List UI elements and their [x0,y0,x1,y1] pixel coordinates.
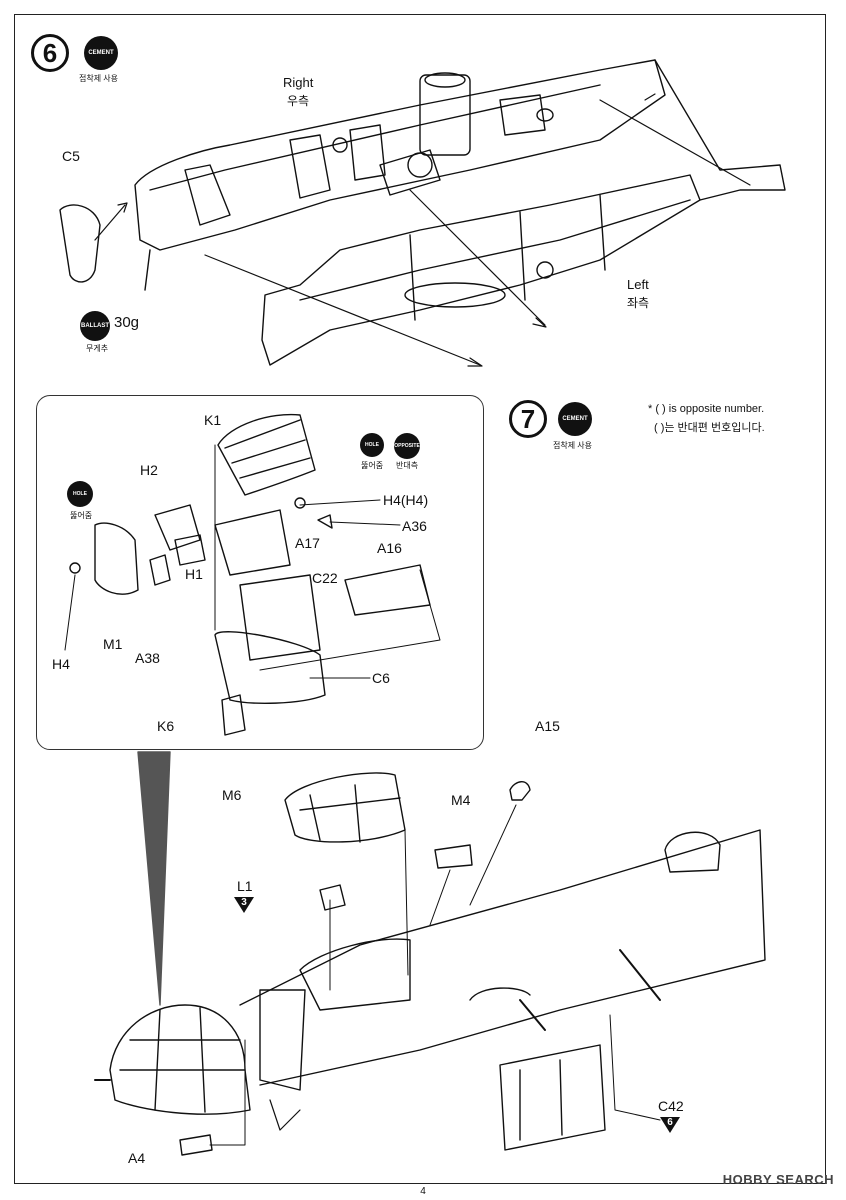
hole-kr-left: 뚫어줌 [70,511,93,520]
detail-pointer [137,751,171,1006]
a38-part [149,554,171,586]
a15-part [509,781,531,801]
k1-canopy [217,413,316,496]
label-right-kr: 우측 [287,94,310,108]
ballast-kr: 무게추 [86,344,109,353]
cement-badge-label: CEMENT [88,50,114,56]
m1-window [94,522,139,595]
step6-number-text: 6 [42,38,58,68]
h2-part [154,504,201,551]
detail-inset-box [36,395,484,750]
m4-hatch [434,844,473,869]
part-label-l1: L1 [237,878,253,894]
part-label-m4: M4 [451,792,471,808]
page-frame [14,14,826,1184]
part-label-a15: A15 [535,718,560,734]
part-label-c6: C6 [372,670,390,686]
part-label-h2: H2 [140,462,158,478]
part-label-c22: C22 [312,570,338,586]
ballast-weight: 30g [114,314,140,331]
part-label-h4: H4 [52,656,70,672]
part-label-a38: A38 [135,650,160,666]
c42-bomb-bay [499,1044,606,1151]
crew-door [259,989,306,1091]
step7-number-text: 7 [520,404,536,434]
part-label-a36: A36 [402,518,427,534]
watermark: HOBBY SEARCH [722,1172,834,1187]
opposite-badge: OPPOSITE [394,433,420,459]
cement-kr-step7: 접착제 사용 [553,441,593,450]
c22-part [239,574,321,661]
label-right-en: Right [283,75,314,90]
part-label-h1: H1 [185,566,203,582]
part-label-a4: A4 [128,1150,146,1166]
fuselage-assembled [94,772,766,1156]
part-label-h4-opposite: H4(H4) [383,492,429,508]
cement-badge-label: CEMENT [562,416,588,422]
step6-number: 6 [31,34,69,72]
c42-ref-step: 6 [667,1117,673,1128]
part-label-m6: M6 [222,787,242,803]
a36-part [317,514,333,529]
ballast-badge-label: BALLAST [81,323,109,329]
a17-panel [214,509,291,576]
part-label-a17: A17 [295,535,320,551]
ballast-badge: BALLAST [80,311,110,341]
part-label-k6: K6 [157,718,175,734]
part-label-k1: K1 [204,412,222,428]
h4-pin [294,497,306,509]
right-fuselage-half [59,59,786,291]
cement-badge-step6: CEMENT [84,36,118,70]
label-left-kr: 좌측 [627,296,650,310]
part-label-c42: C42 [658,1098,684,1114]
h1-part [174,534,206,566]
cement-kr-step6: 접착제 사용 [79,74,119,83]
opposite-badge-label: OPPOSITE [394,443,420,449]
part-label-a16: A16 [377,540,402,556]
turret [664,831,721,873]
hole-badge-label-left: HOLE [73,491,87,497]
part-label-m1: M1 [103,636,123,652]
left-fuselage-half [261,174,701,366]
cement-badge-step7: CEMENT [558,402,592,436]
step7-detail-parts [64,413,441,736]
page-number: 4 [420,1186,426,1197]
hole-badge-left: HOLE [67,481,93,507]
hole-badge: HOLE [360,433,384,457]
opposite-note-en: * ( ) is opposite number. [648,403,765,415]
label-left-en: Left [627,277,649,292]
cockpit-opening [299,938,411,1011]
c5-bulkhead [59,204,101,283]
hole-kr: 뚫어줌 [361,461,384,470]
part-label-c5: C5 [62,148,80,164]
step6-arrows [94,93,751,367]
l1-part [319,884,346,911]
m6-canopy [284,772,406,843]
c42-ref-triangle [660,1117,680,1133]
step7-number: 7 [509,400,547,438]
opposite-kr: 반대측 [396,461,419,470]
nose-glazing [109,1004,251,1115]
a4-part [179,1134,213,1156]
hole-badge-label: HOLE [365,442,379,448]
c6-nose [214,631,326,704]
l1-ref-step: 3 [241,897,247,908]
l1-ref-triangle [234,897,254,913]
h4-pin-left [69,562,81,574]
k6-part [221,694,246,736]
opposite-note-kr: ( )는 반대편 번호입니다. [654,422,765,434]
